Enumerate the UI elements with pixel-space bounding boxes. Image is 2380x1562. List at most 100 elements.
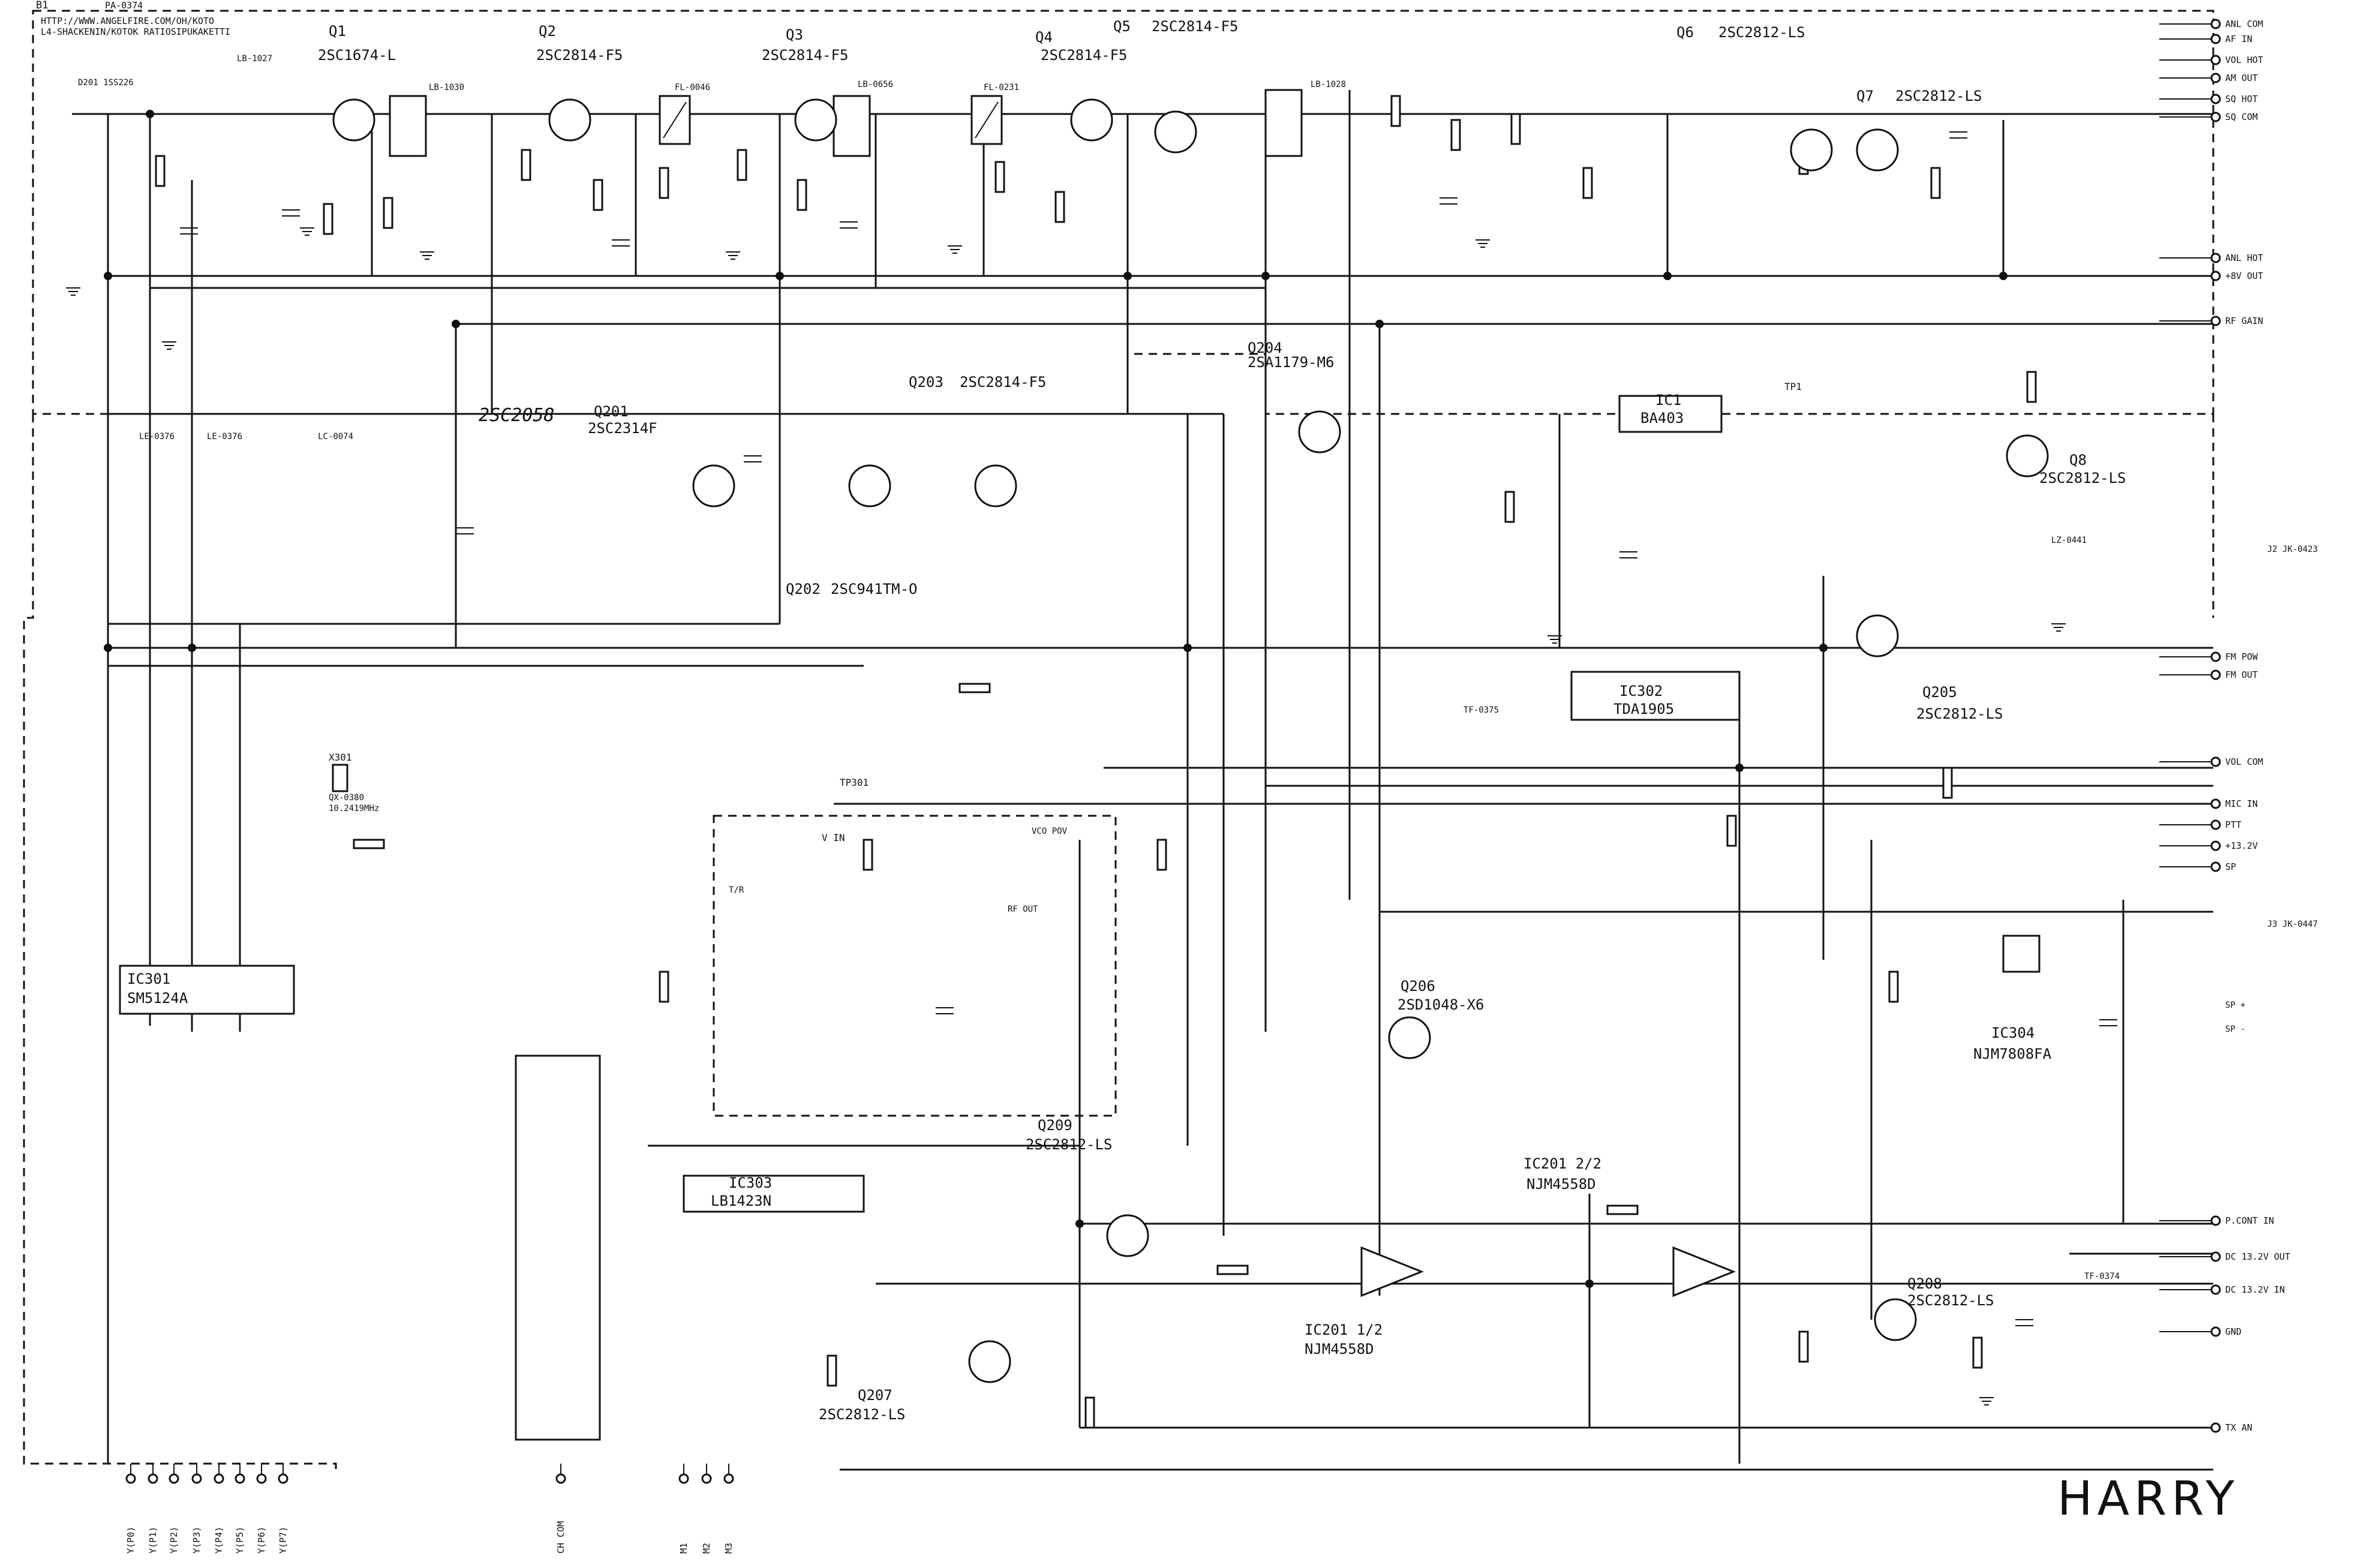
bottom-terminals: Y(P0)Y(P1)Y(P2)Y(P3)Y(P4)Y(P5)Y(P6)Y(P7)… [125,1464,734,1554]
sp-neg: SP - [2225,1025,2246,1034]
q208-ref: Q208 [1907,1275,1942,1292]
terminal-pin [2210,253,2221,263]
ic301-ref: IC301 [127,971,170,987]
q1-part: 2SC1674-L [318,47,396,64]
q8-ref: Q8 [2069,452,2087,468]
terminal-pin [2210,1215,2221,1226]
coil-l201: LE-0376 [139,432,175,441]
terminal-label: AM OUT [2225,73,2258,83]
terminal-label: SQ COM [2225,112,2258,122]
q201-part: 2SC2314F [588,420,657,437]
coil-l203: LC-0074 [318,432,353,441]
ic302-ref: IC302 [1619,683,1663,699]
lower-board-outline [23,414,337,1470]
q207-part: 2SC2812-LS [819,1406,906,1423]
url-line-2: L4-SHACKENIN/KOTOK RATIOSIPUKAKETTI [41,26,230,37]
handwritten-annotation: 2SC2058 [479,405,554,426]
terminal-label: DC 13.2V OUT [2225,1251,2290,1262]
terminal-label: +13.2V [2225,840,2258,851]
terminal-label: M1 [678,1543,689,1554]
q2-part: 2SC2814-F5 [536,47,623,64]
terminal-pin [2210,651,2221,662]
q203-ref: Q203 [909,374,943,390]
vco-module [713,815,1117,1117]
terminal-label: FM OUT [2225,669,2258,680]
terminal-label: DC 13.2V IN [2225,1284,2285,1295]
crystal-ref: X301 [329,752,352,763]
terminal-pin [148,1473,158,1484]
q2-ref: Q2 [539,23,556,40]
terminal-pin [678,1473,689,1484]
coil-l2: LB-1030 [429,83,464,92]
q209-part: 2SC2812-LS [1026,1136,1113,1153]
coil-l202: LE-0376 [207,432,242,441]
terminal-pin [191,1473,202,1484]
vco-vin: V IN [822,832,845,843]
q7-ref: Q7 [1856,88,1874,104]
terminal-label: M3 [723,1543,734,1554]
q208-part: 2SC2812-LS [1907,1292,1994,1309]
url-line-1: HTTP://WWW.ANGELFIRE.COM/OH/KOTO [41,16,214,26]
xfmr-t302: TF-0374 [2084,1272,2120,1281]
terminal-pin [2210,861,2221,872]
terminal-pin [555,1473,566,1484]
terminal-pin [723,1473,734,1484]
q202-part: 2SC941TM-O [831,581,918,597]
terminal-pin [2210,756,2221,767]
q206-ref: Q206 [1401,978,1435,995]
terminal-label: PTT [2225,819,2241,830]
diode-d201: D201 1SS226 [78,78,134,88]
board-code: PA-0374 [105,0,143,11]
jack-j2: J2 JK-0423 [2267,545,2318,554]
terminal-label: M2 [701,1543,712,1554]
terminal-pin [235,1473,245,1484]
q4-ref: Q4 [1035,29,1053,46]
terminal-pin [2210,94,2221,104]
xfmr-t301: TF-0375 [1464,705,1499,715]
terminal-label: TX AN [2225,1422,2252,1433]
terminal-pin [2210,34,2221,44]
rails [72,113,2213,1471]
terminal-pin [2210,1326,2221,1337]
crystal-x301 [332,764,348,792]
q5-ref: Q5 [1113,18,1131,35]
terminal-label: Y(P0) [125,1527,136,1554]
terminal-pin [2210,316,2221,326]
terminal-pin [2210,73,2221,83]
vco-rfout: RF OUT [1008,905,1038,914]
q206-part: 2SD1048-X6 [1398,996,1485,1013]
sp-pos: SP + [2225,1001,2246,1010]
terminal-pin [125,1473,136,1484]
tp1-label: TP1 [1784,381,1802,392]
q6-part: 2SC2812-LS [1718,24,1805,41]
q1-ref: Q1 [329,23,346,40]
junction-dots [104,110,2008,1288]
q205-ref: Q205 [1922,684,1957,701]
ic201-1-ref: IC201 1/2 [1305,1321,1383,1338]
terminal-pin [2210,798,2221,809]
terminal-label: FM POW [2225,651,2258,662]
ic304-part: NJM7808FA [1973,1046,2052,1062]
terminal-label: Y(P1) [148,1527,158,1554]
terminal-pin [2210,1284,2221,1295]
vertical-wires [107,90,2124,1464]
q5-part: 2SC2814-F5 [1152,18,1239,35]
q8-part: 2SC2812-LS [2039,470,2126,486]
ic201-2-ref: IC201 2/2 [1523,1155,1601,1172]
filter-fl1b: FL-0231 [984,83,1019,92]
terminal-pin [169,1473,179,1484]
passive-components [155,95,2117,1429]
filters [389,89,1303,157]
terminal-label: AF IN [2225,34,2252,44]
terminal-label: Y(P3) [191,1527,202,1554]
q205-part: 2SC2812-LS [1916,705,2003,722]
q201-ref: Q201 [594,403,629,420]
ic301-part: SM5124A [127,990,188,1007]
terminal-label: ANL HOT [2225,253,2263,263]
terminal-label: ANL COM [2225,19,2263,29]
q209-ref: Q209 [1038,1117,1072,1134]
terminal-pin [214,1473,224,1484]
terminal-label: CH COM [555,1521,566,1554]
ic201-2-part: NJM4558D [1526,1176,1596,1192]
